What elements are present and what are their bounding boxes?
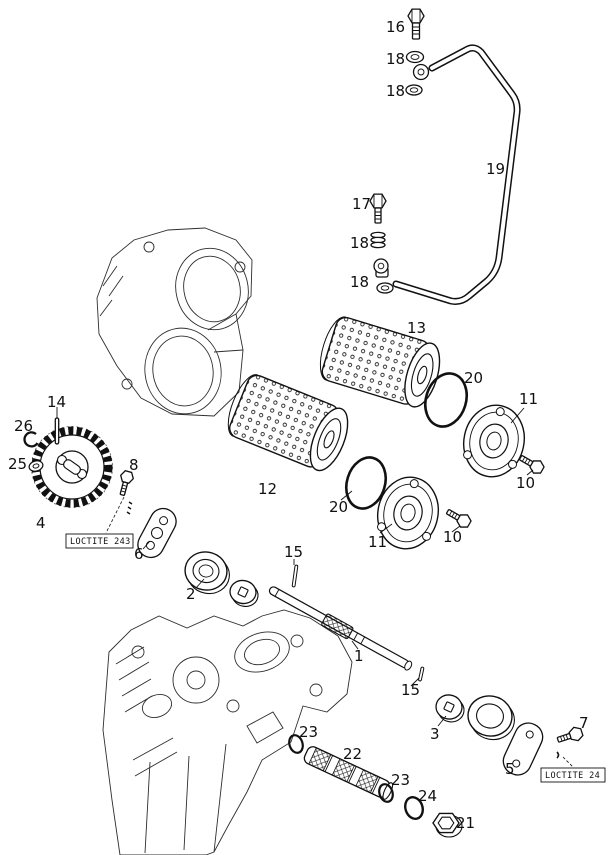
bolt-10-left [446,509,472,528]
label-leader-11-right [510,407,525,424]
part-label-16-0: 16 [386,18,405,36]
part-label-11-9: 11 [519,390,538,408]
part-label-10-14: 10 [443,528,462,546]
part-label-18-2: 18 [386,82,405,100]
oil-plug-21 [432,812,463,838]
pump-sprocket-4 [31,426,113,508]
part-label-2-21: 2 [186,585,196,603]
part-label-6-20: 6 [134,545,144,563]
part-label-7-26: 7 [579,714,589,732]
loctite-note-1: LOCTITE 24 [540,767,606,783]
label-leader-3 [437,715,447,727]
loctite-note-text-0: LOCTITE 243 [70,537,131,547]
bolt-8 [119,470,135,496]
part-label-15-22: 15 [284,543,303,561]
washer-18-a [405,50,425,64]
part-label-20-8: 20 [464,369,483,387]
oil-filter-13 [319,316,441,408]
part-label-17-4: 17 [352,195,371,213]
loctite-leader-right [562,756,574,768]
label-leader-1 [351,640,359,650]
filter-cover-11-right [463,404,525,478]
part-label-23-30: 23 [391,771,410,789]
pin-15-b [418,666,425,682]
pump-rotor-set-3 [435,694,515,741]
bolt-16 [407,8,425,40]
spring-washer-18-c [370,231,386,249]
part-label-18-6: 18 [350,273,369,291]
part-label-18-5: 18 [350,234,369,252]
label-leader-15b [410,677,420,687]
part-label-18-1: 18 [386,50,405,68]
bypass-shaft-22 [303,746,394,800]
part-label-4-18: 4 [36,514,46,532]
part-label-13-7: 13 [407,319,426,337]
loctite-note-0: LOCTITE 243 [65,533,134,549]
part-label-5-27: 5 [505,760,515,778]
part-label-11-13: 11 [368,533,387,551]
part-label-8-19: 8 [129,456,139,474]
o-ring-20-right [424,372,468,428]
washer-tick-7 [556,751,560,759]
pump-shaft-1 [268,586,413,671]
part-label-1-23: 1 [354,647,364,665]
part-label-14-15: 14 [47,393,66,411]
label-leader-20-left [340,490,353,501]
banjo-fitting-mid [373,258,389,278]
label-leader-11-left [379,523,393,534]
part-label-22-29: 22 [343,745,362,763]
part-label-19-3: 19 [486,160,505,178]
part-label-10-10: 10 [516,474,535,492]
part-label-15-24: 15 [401,681,420,699]
bolt-7 [556,726,584,743]
loctite-note-text-1: LOCTITE 24 [545,771,600,781]
bolt-17 [369,193,387,224]
part-label-24-31: 24 [418,787,437,805]
part-label-20-12: 20 [329,498,348,516]
label-leader-2 [195,578,205,589]
part-label-12-11: 12 [258,480,277,498]
o-ring-23-b [378,783,394,803]
part-label-26-16: 26 [14,417,33,435]
part-label-3-25: 3 [430,725,440,743]
washer-18-d [376,282,394,294]
oil-filter-12 [227,374,349,472]
engine-case-upper [96,227,253,417]
bolt-10-right [519,455,545,474]
pump-rotor-set-2 [184,551,259,607]
o-ring-24 [404,796,424,820]
dowel-pin-14 [54,407,60,445]
washer-25 [28,460,44,472]
filter-cover-11-left [377,476,439,550]
pump-plate-6 [137,507,177,559]
label-leader-6 [142,540,151,550]
o-ring-20-left [345,456,387,510]
small-spring-pin [126,501,133,515]
part-label-21-32: 21 [456,814,475,832]
label-leader-10-right [526,469,534,476]
label-leader-10-left [451,525,461,533]
washer-18-b [405,84,423,96]
loctite-leader-left [105,496,125,534]
oil-line-19 [392,44,521,305]
part-label-25-17: 25 [8,455,27,473]
circlip-26 [23,431,39,448]
pin-15-a [291,564,299,588]
cover-plate-5 [502,722,544,776]
o-ring-23-a [288,734,304,754]
part-label-23-28: 23 [299,723,318,741]
banjo-fitting-top [412,63,430,81]
engine-case-lower [102,609,353,855]
